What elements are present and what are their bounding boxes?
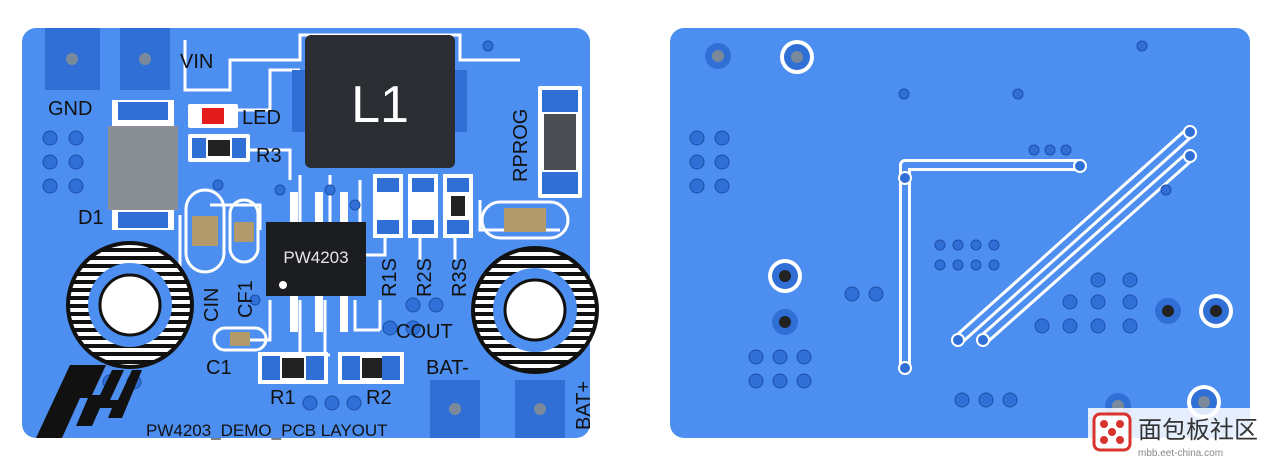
bat-plus-hole bbox=[534, 403, 546, 415]
r3s-label: R3S bbox=[449, 258, 471, 297]
gnd-label: GND bbox=[48, 98, 92, 120]
pw4203-chip: PW4203 bbox=[266, 192, 366, 332]
cout-label: COUT bbox=[396, 321, 453, 343]
r1s-label: R1S bbox=[379, 258, 401, 297]
cap-rprog bbox=[480, 200, 570, 240]
cin-label: CIN bbox=[201, 288, 223, 322]
cf1-outline bbox=[228, 198, 260, 264]
watermark-text: 面包板社区 bbox=[1138, 416, 1258, 444]
watermark-url: mbb.eet-china.com bbox=[1138, 448, 1223, 459]
cout-electrolytic bbox=[471, 246, 599, 374]
pcb-bottom-layer bbox=[670, 28, 1250, 438]
rprog-label: RPROG bbox=[510, 109, 532, 182]
cf1-label: CF1 bbox=[235, 280, 257, 318]
bat-plus-label: BAT+ bbox=[573, 381, 595, 430]
c1-label: C1 bbox=[206, 357, 232, 379]
sense-resistors bbox=[373, 174, 473, 238]
chip-label: PW4203 bbox=[283, 248, 348, 267]
l1-body bbox=[305, 35, 455, 168]
led-body bbox=[202, 108, 224, 124]
c1-outline bbox=[212, 326, 268, 352]
bat-minus-label: BAT- bbox=[426, 357, 469, 379]
pw-logo bbox=[36, 365, 142, 438]
r2s-label: R2S bbox=[414, 258, 436, 297]
vin-terminal-hole bbox=[139, 53, 151, 65]
vias-bottom bbox=[689, 40, 1172, 408]
bat-minus-hole bbox=[449, 403, 461, 415]
vin-label: VIN bbox=[180, 51, 213, 73]
pcb-top-layer: L1 PW4203 bbox=[22, 28, 599, 440]
via-group-left bbox=[42, 40, 494, 411]
r1-label: R1 bbox=[270, 387, 296, 409]
d1-body bbox=[108, 126, 178, 210]
l1-label: L1 bbox=[351, 76, 409, 134]
r3-label: R3 bbox=[256, 145, 282, 167]
led-label: LED bbox=[242, 107, 281, 129]
board-bottom bbox=[670, 28, 1250, 438]
cin-outline bbox=[184, 188, 226, 274]
d1-label: D1 bbox=[78, 207, 104, 229]
board-title: PW4203_DEMO_PCB LAYOUT bbox=[146, 421, 388, 440]
watermark-logo-icon bbox=[1092, 412, 1132, 452]
gnd-terminal-hole bbox=[66, 53, 78, 65]
watermark: 面包板社区 mbb.eet-china.com bbox=[1088, 408, 1269, 464]
cin-electrolytic bbox=[66, 241, 194, 369]
r2-label: R2 bbox=[366, 387, 392, 409]
